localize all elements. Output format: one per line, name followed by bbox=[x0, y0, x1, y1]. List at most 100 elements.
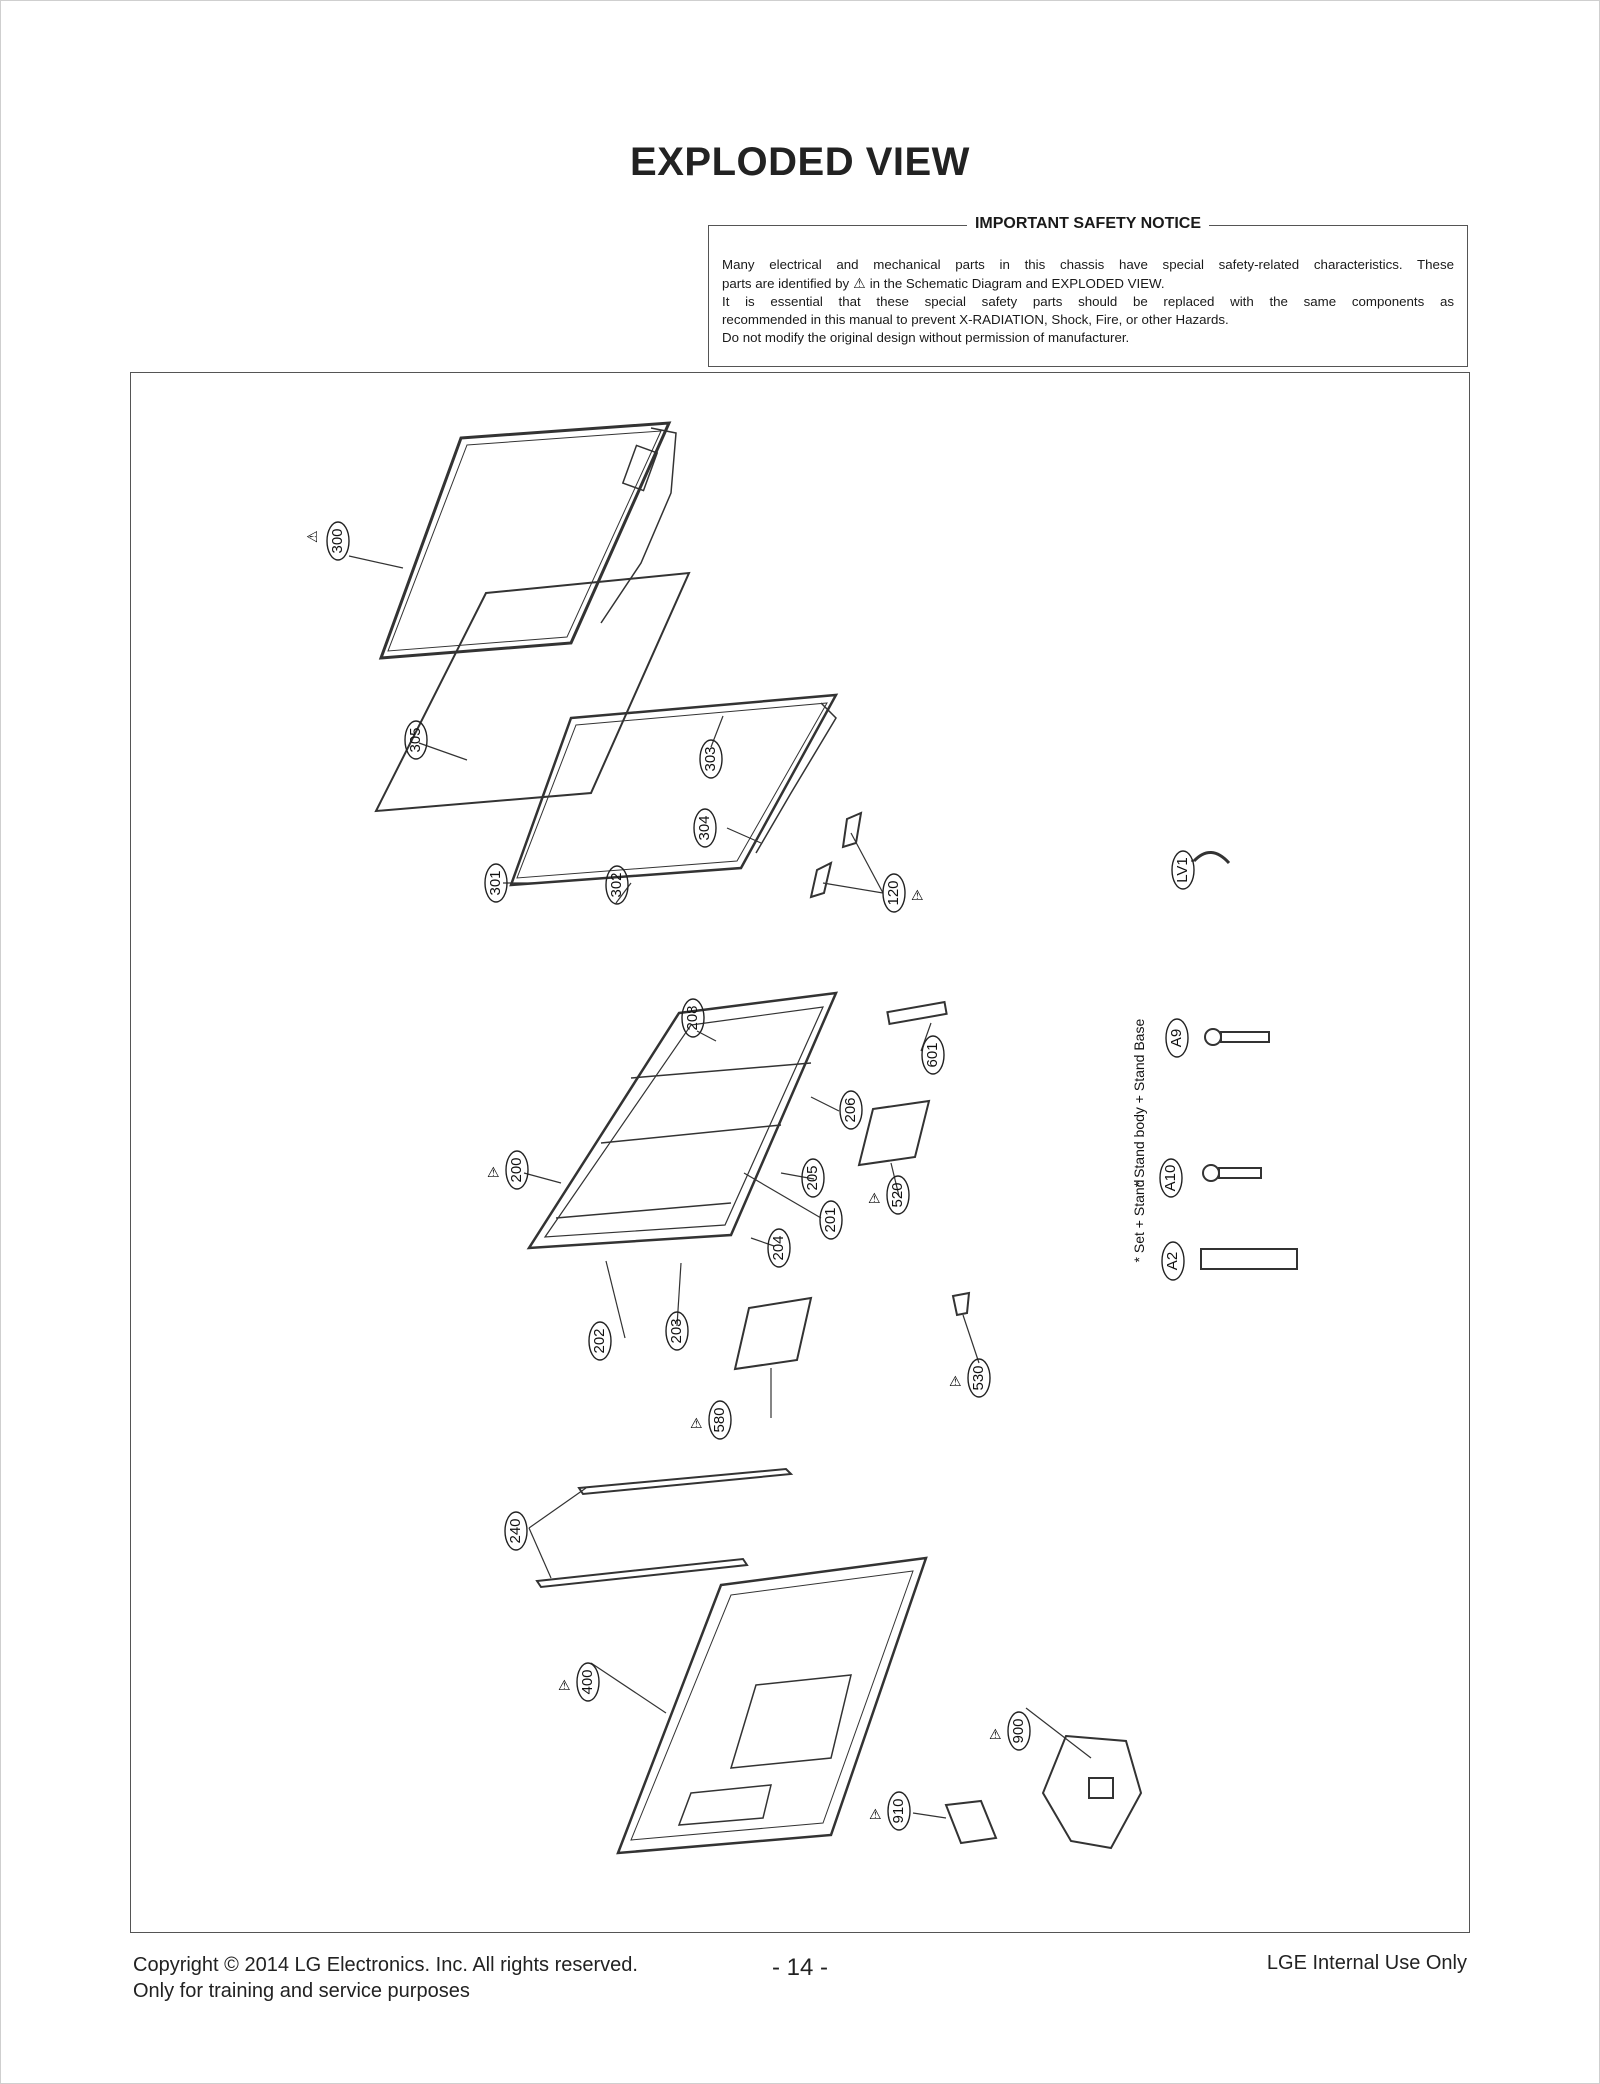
callout-300: 300 ⚠ bbox=[304, 521, 350, 561]
svg-text:302: 302 bbox=[608, 872, 625, 897]
screw-a9-part bbox=[1204, 1028, 1270, 1046]
callout-lv1: LV1 bbox=[1171, 850, 1195, 890]
callout-302: 302 bbox=[605, 865, 629, 905]
svg-text:303: 303 bbox=[702, 746, 719, 771]
screw-a10-part bbox=[1202, 1164, 1262, 1182]
svg-text:520: 520 bbox=[889, 1182, 906, 1207]
notice-line-1: Many electrical and mechanical parts in … bbox=[722, 257, 1454, 272]
callout-120: 120 ⚠ bbox=[882, 873, 924, 913]
callout-a2: A2 bbox=[1161, 1241, 1185, 1281]
note-stand-base: * Stand body + Stand Base bbox=[1131, 1019, 1147, 1188]
callout-a10: A10 bbox=[1159, 1158, 1183, 1198]
svg-text:304: 304 bbox=[696, 815, 713, 840]
svg-text:202: 202 bbox=[591, 1328, 608, 1353]
callout-208: 208 bbox=[681, 998, 705, 1038]
callout-520: 520 ⚠ bbox=[868, 1175, 910, 1215]
ir-board-part bbox=[886, 1000, 948, 1026]
exploded-view-diagram: 300 ⚠ 305 303 304 301 302 120 ⚠ bbox=[304, 421, 1298, 1855]
safety-notice-title: IMPORTANT SAFETY NOTICE bbox=[966, 215, 1210, 232]
warning-triangle-icon: ⚠ bbox=[558, 1677, 571, 1693]
warning-triangle-icon: ⚠ bbox=[304, 530, 320, 543]
warning-triangle-icon: ⚠ bbox=[989, 1726, 1002, 1742]
callout-601: 601 bbox=[921, 1035, 945, 1075]
key-board-part bbox=[951, 1291, 971, 1317]
svg-text:203: 203 bbox=[668, 1318, 685, 1343]
svg-text:LV1: LV1 bbox=[1174, 857, 1191, 883]
training-text: Only for training and service purposes bbox=[133, 1980, 470, 2002]
notice-line-4: recommended in this manual to prevent X-… bbox=[722, 312, 1229, 327]
callout-900: 900 ⚠ bbox=[989, 1711, 1031, 1751]
callout-580: 580 ⚠ bbox=[690, 1400, 732, 1440]
svg-text:A10: A10 bbox=[1162, 1165, 1179, 1192]
safety-notice-text: Many electrical and mechanical parts in … bbox=[722, 256, 1454, 347]
svg-text:910: 910 bbox=[890, 1798, 907, 1823]
svg-text:900: 900 bbox=[1010, 1718, 1027, 1743]
callout-a9: A9 bbox=[1165, 1018, 1189, 1058]
svg-text:200: 200 bbox=[508, 1157, 525, 1182]
bracket-part bbox=[535, 1467, 794, 1589]
callout-206: 206 bbox=[839, 1090, 863, 1130]
svg-text:300: 300 bbox=[329, 528, 346, 553]
svg-text:206: 206 bbox=[842, 1097, 859, 1122]
notice-line-2a: parts are identified by bbox=[722, 276, 850, 291]
callout-304: 304 bbox=[693, 808, 717, 848]
svg-text:204: 204 bbox=[770, 1235, 787, 1260]
svg-text:A2: A2 bbox=[1164, 1252, 1181, 1270]
warning-triangle-icon: ⚠ bbox=[487, 1164, 500, 1180]
warning-triangle-icon: ⚠ bbox=[853, 275, 866, 291]
cable-part bbox=[1192, 851, 1231, 865]
lcd-module-part bbox=[378, 421, 677, 660]
speaker-part bbox=[809, 811, 863, 899]
warning-triangle-icon: ⚠ bbox=[690, 1415, 703, 1431]
callout-530: 530 ⚠ bbox=[949, 1358, 991, 1398]
svg-text:601: 601 bbox=[924, 1042, 941, 1067]
callout-201: 201 bbox=[819, 1200, 843, 1240]
warning-triangle-icon: ⚠ bbox=[868, 1190, 881, 1206]
callout-205: 205 bbox=[801, 1158, 825, 1198]
svg-text:400: 400 bbox=[579, 1669, 596, 1694]
callout-240: 240 bbox=[504, 1511, 528, 1551]
svg-text:240: 240 bbox=[507, 1518, 524, 1543]
page-number: - 14 - bbox=[771, 1954, 828, 1981]
svg-text:305: 305 bbox=[407, 727, 424, 752]
svg-text:208: 208 bbox=[684, 1005, 701, 1030]
footer-left: Copyright © 2014 LG Electronics. Inc. Al… bbox=[133, 1952, 638, 2004]
callout-204: 204 bbox=[767, 1228, 791, 1268]
callout-910: 910 ⚠ bbox=[869, 1791, 911, 1831]
svg-text:120: 120 bbox=[885, 880, 902, 905]
page-title: EXPLODED VIEW bbox=[630, 140, 970, 184]
warning-triangle-icon: ⚠ bbox=[911, 887, 924, 903]
warning-triangle-icon: ⚠ bbox=[949, 1373, 962, 1389]
stand-base-part bbox=[1041, 1734, 1143, 1850]
callout-305: 305 bbox=[404, 720, 428, 760]
svg-text:205: 205 bbox=[804, 1165, 821, 1190]
stand-body-part bbox=[944, 1799, 998, 1845]
note-set-stand: * Set + Stand bbox=[1131, 1180, 1147, 1263]
notice-line-3: It is essential that these special safet… bbox=[722, 294, 1454, 309]
svg-text:201: 201 bbox=[822, 1207, 839, 1232]
callout-301: 301 bbox=[484, 863, 508, 903]
callout-203: 203 bbox=[665, 1311, 689, 1351]
main-board-part bbox=[857, 1099, 931, 1167]
safety-notice-box: IMPORTANT SAFETY NOTICE Many electrical … bbox=[708, 215, 1468, 367]
power-board-part bbox=[733, 1296, 813, 1371]
internal-use-text: LGE Internal Use Only bbox=[1266, 1952, 1467, 1974]
callout-303: 303 bbox=[699, 739, 723, 779]
callout-202: 202 bbox=[588, 1321, 612, 1361]
svg-text:530: 530 bbox=[970, 1365, 987, 1390]
optical-sheet-part bbox=[374, 571, 691, 813]
notice-line-2b: in the Schematic Diagram and EXPLODED VI… bbox=[869, 276, 1165, 291]
svg-text:580: 580 bbox=[711, 1407, 728, 1432]
backlight-frame-part bbox=[509, 693, 839, 887]
svg-text:301: 301 bbox=[487, 870, 504, 895]
cabinet-frame-part bbox=[526, 991, 839, 1250]
copyright-text: Copyright © 2014 LG Electronics. Inc. Al… bbox=[133, 1954, 638, 1976]
callout-400: 400 ⚠ bbox=[558, 1662, 600, 1702]
remote-control-part bbox=[1200, 1248, 1298, 1270]
callout-200: 200 ⚠ bbox=[487, 1150, 529, 1190]
back-cover-part bbox=[616, 1556, 928, 1855]
notice-line-5: Do not modify the original design withou… bbox=[722, 330, 1130, 345]
svg-text:A9: A9 bbox=[1168, 1029, 1185, 1047]
exploded-diagram-frame: 300 ⚠ 305 303 304 301 302 120 ⚠ bbox=[130, 372, 1470, 1933]
warning-triangle-icon: ⚠ bbox=[869, 1806, 882, 1822]
